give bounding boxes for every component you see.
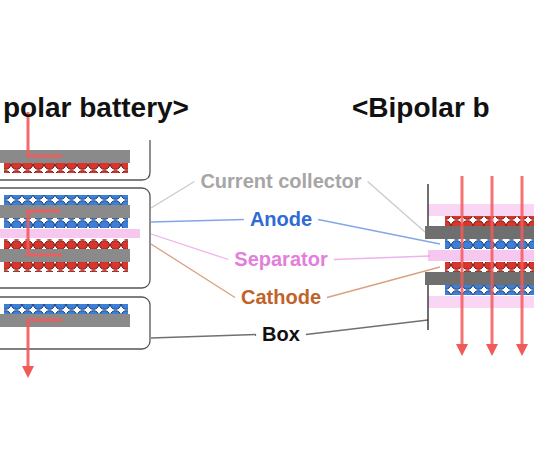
title-text: <Bipolar b: [352, 92, 490, 124]
current-collector: [425, 272, 534, 285]
current-collector: [0, 205, 130, 218]
current-collector: [0, 249, 130, 262]
part-label: Cathode: [241, 286, 321, 309]
leader-line: [151, 182, 194, 209]
current-arrow: [28, 112, 62, 372]
leader-line: [151, 244, 235, 298]
part-label: Box: [262, 323, 300, 346]
part-label: Current collector: [200, 170, 361, 193]
leader-line: [151, 234, 228, 260]
cell-box: [0, 297, 150, 349]
separator-layer: [428, 204, 534, 216]
leader-line: [151, 220, 244, 223]
leader-line: [334, 256, 430, 260]
separator-layer: [0, 229, 140, 238]
leader-line: [306, 320, 428, 335]
separator-layer: [428, 250, 534, 261]
anode-layer: [4, 195, 128, 205]
monopolar-stack: [0, 110, 150, 372]
anode-layer: [4, 304, 128, 314]
separator-layer: [428, 296, 534, 308]
cathode-layer: [4, 239, 128, 249]
current-collector: [425, 226, 534, 239]
leader-line: [368, 182, 425, 233]
cathode-layer: [4, 262, 128, 272]
current-collector: [0, 314, 130, 327]
leader-line: [318, 220, 440, 245]
leader-line: [327, 267, 440, 298]
cell-box: [0, 188, 150, 288]
box-wall: [427, 184, 428, 226]
anode-layer: [4, 218, 128, 228]
cathode-layer: [4, 163, 128, 173]
current-collector: [0, 150, 130, 163]
current-arrow: [462, 176, 522, 350]
part-label: Anode: [250, 208, 312, 231]
bipolar-stack: [425, 176, 534, 350]
leader-line: [151, 335, 256, 339]
title-text: polar battery>: [3, 92, 189, 124]
part-label: Separator: [234, 248, 327, 271]
box-wall: [427, 285, 428, 330]
